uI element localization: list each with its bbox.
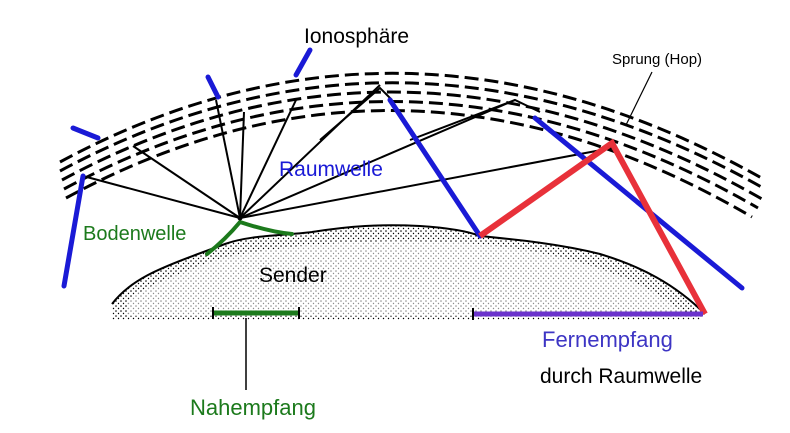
hop-path xyxy=(478,138,708,316)
hop-leader-line xyxy=(625,71,653,126)
far-reception-sublabel: durch Raumwelle xyxy=(540,365,702,388)
far-reception-label: Fernempfang xyxy=(542,327,673,352)
sky-wave-rays xyxy=(82,84,613,219)
sky-wave-blue-lines xyxy=(61,97,745,291)
far-reception-marker xyxy=(472,308,703,320)
transmitter-point xyxy=(237,215,243,221)
ionosphere-layer xyxy=(59,71,766,219)
ground-wave xyxy=(205,220,294,256)
hop-label: Sprung (Hop) xyxy=(612,51,702,68)
near-reception-label: Nahempfang xyxy=(190,395,316,420)
transmitter-label: Sender xyxy=(259,264,327,287)
ground-wave-label: Bodenwelle xyxy=(83,223,186,245)
earth-ground xyxy=(111,224,706,320)
sky-wave-label: Raumwelle xyxy=(279,158,383,181)
ionosphere-label: Ionosphäre xyxy=(304,25,409,48)
near-reception-marker xyxy=(212,307,300,390)
ionosphere-markers xyxy=(70,47,313,141)
